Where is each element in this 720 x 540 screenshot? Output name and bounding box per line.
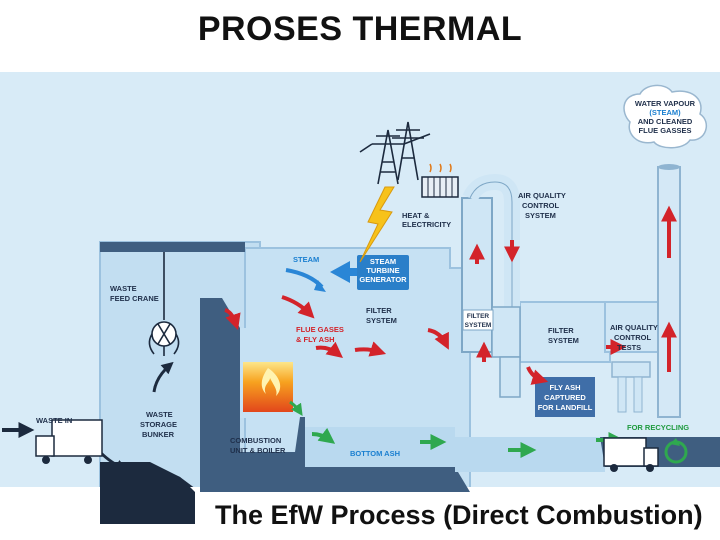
ash-conveyor-right [455, 437, 605, 472]
crane-claw-icon [148, 252, 180, 356]
label-fly-ash-captured: FLY ASH CAPTURED FOR LANDFILL [538, 383, 593, 412]
aqc-test-building [604, 301, 661, 353]
svg-text:CONTROL: CONTROL [522, 201, 559, 210]
feed-arrow [224, 308, 241, 331]
efw-process-diagram: WATER VAPOUR (STEAM) AND CLEANED FLUE GA… [0, 72, 720, 540]
svg-text:SYSTEM: SYSTEM [465, 322, 492, 329]
svg-text:ELECTRICITY: ELECTRICITY [402, 220, 451, 229]
diagram-title: The EfW Process (Direct Combustion) [215, 500, 703, 530]
label-filter-system-mid: FILTER SYSTEM [366, 306, 397, 325]
label-waste-in: WASTE IN [36, 416, 72, 425]
radiator-icon [421, 163, 459, 198]
svg-text:(STEAM): (STEAM) [649, 108, 681, 117]
label-filter-system-box: FILTER SYSTEM [462, 309, 494, 331]
svg-text:SYSTEM: SYSTEM [366, 316, 397, 325]
svg-text:FEED CRANE: FEED CRANE [110, 294, 159, 303]
svg-text:FILTER: FILTER [467, 313, 490, 320]
label-air-quality-control-system: AIR QUALITY CONTROL SYSTEM [518, 191, 566, 220]
svg-text:AND CLEANED: AND CLEANED [638, 117, 693, 126]
svg-text:FILTER: FILTER [548, 326, 574, 335]
svg-text:UNIT & BOILER: UNIT & BOILER [230, 446, 286, 455]
crane-rail [100, 242, 245, 252]
bottom-ash-arrows [289, 400, 625, 458]
pylon-icon [359, 121, 431, 185]
svg-text:FLY ASH: FLY ASH [550, 383, 581, 392]
truck-icon [35, 419, 103, 464]
label-heat-electricity: HEAT & ELECTRICITY [402, 211, 451, 229]
label-waste-storage-bunker: WASTE STORAGE BUNKER [140, 410, 177, 439]
label-air-quality-control-tests: AIR QUALITY CONTROL TESTS [610, 323, 658, 352]
steam-arrow-head [330, 261, 350, 283]
svg-text:TURBINE: TURBINE [366, 266, 399, 275]
svg-text:FILTER: FILTER [366, 306, 392, 315]
steam-turbine-generator [357, 255, 409, 290]
ash-conveyor [305, 427, 455, 467]
svg-text:STORAGE: STORAGE [140, 420, 177, 429]
svg-text:STEAM: STEAM [370, 257, 396, 266]
svg-text:CAPTURED: CAPTURED [544, 393, 586, 402]
label-water-vapour: WATER VAPOUR (STEAM) AND CLEANED FLUE GA… [635, 99, 696, 135]
svg-text:WATER VAPOUR: WATER VAPOUR [635, 99, 696, 108]
svg-text:CONTROL: CONTROL [614, 333, 651, 342]
label-combustion-unit-boiler: COMBUSTION UNIT & BOILER [230, 436, 286, 455]
crane-lift-arrow [152, 361, 174, 393]
label-flue-gases-fly-ash: FLUE GASES & FLY ASH [296, 325, 344, 344]
recycle-icon [664, 438, 688, 464]
truck-icon [603, 437, 659, 472]
svg-text:SYSTEM: SYSTEM [525, 211, 556, 220]
label-filter-system-right: FILTER SYSTEM [548, 326, 579, 345]
svg-text:AIR QUALITY: AIR QUALITY [610, 323, 658, 332]
label-steam: STEAM [293, 255, 319, 264]
label-waste-feed-crane: WASTE FEED CRANE [110, 284, 159, 303]
svg-text:BUNKER: BUNKER [142, 430, 175, 439]
label-bottom-ash: BOTTOM ASH [350, 449, 400, 458]
svg-text:FOR LANDFILL: FOR LANDFILL [538, 403, 593, 412]
label-for-recycling: FOR RECYCLING [627, 423, 689, 432]
svg-text:TESTS: TESTS [617, 343, 641, 352]
svg-text:COMBUSTION: COMBUSTION [230, 436, 281, 445]
svg-text:SYSTEM: SYSTEM [548, 336, 579, 345]
fire-icon [261, 368, 281, 396]
flue-gas-arrows [281, 205, 677, 385]
bunker-pit-lower [100, 462, 195, 524]
vapour-cloud [623, 84, 708, 149]
svg-text:GENERATOR: GENERATOR [359, 275, 407, 284]
svg-text:WASTE: WASTE [110, 284, 137, 293]
svg-text:AIR QUALITY: AIR QUALITY [518, 191, 566, 200]
svg-text:HEAT &: HEAT & [402, 211, 430, 220]
svg-text:& FLY ASH: & FLY ASH [296, 335, 334, 344]
svg-text:WASTE: WASTE [146, 410, 173, 419]
svg-text:FLUE GASSES: FLUE GASSES [639, 126, 692, 135]
lightning-icon [359, 186, 395, 263]
label-steam-turbine-generator: STEAM TURBINE GENERATOR [359, 257, 407, 284]
chimney-stack [657, 166, 681, 418]
svg-text:FLUE GASES: FLUE GASES [296, 325, 344, 334]
slide-title: PROSES THERMAL [197, 10, 523, 48]
